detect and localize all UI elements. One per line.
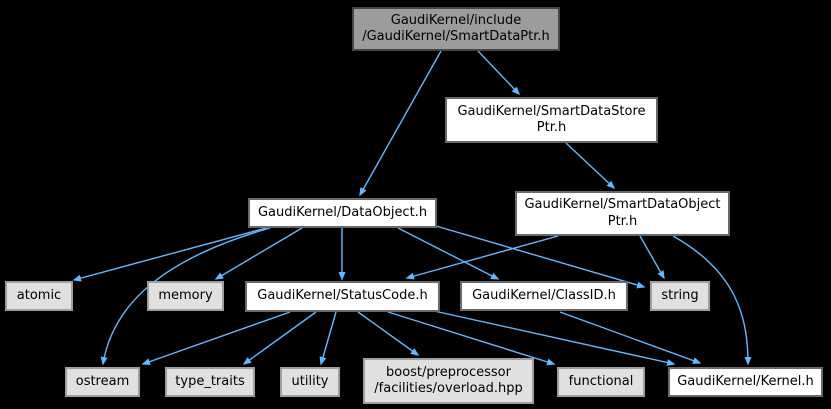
node-functional[interactable]: functional	[557, 367, 645, 397]
edge-dataobject-string	[435, 225, 646, 289]
edge-smartdataobject-statuscode	[405, 235, 559, 280]
edge-smartdataobject-kernel	[672, 235, 752, 366]
node-string[interactable]: string	[650, 281, 710, 311]
node-classid[interactable]: GaudiKernel/ClassID.h	[460, 281, 628, 311]
edge-dataobject-atomic	[72, 227, 267, 282]
edge-smartdatastore-smartdataobject	[565, 142, 616, 190]
node-memory[interactable]: memory	[147, 281, 224, 311]
edge-smartdataobject-string	[639, 235, 665, 280]
edge-root-dataobject	[359, 50, 442, 197]
edge-statuscode-kernel	[433, 310, 676, 366]
node-dataobject[interactable]: GaudiKernel/DataObject.h	[248, 198, 437, 228]
edge-statuscode-utility	[319, 311, 337, 366]
edge-dataobject-classid	[397, 227, 500, 280]
edge-root-smartdatastore	[477, 50, 521, 96]
node-ostream[interactable]: ostream	[65, 367, 140, 397]
node-kernel[interactable]: GaudiKernel/Kernel.h	[668, 367, 823, 397]
edge-statuscode-ostream	[141, 311, 291, 365]
node-smartdataobjectptr[interactable]: GaudiKernel/SmartDataObject Ptr.h	[515, 191, 730, 236]
edge-statuscode-boost	[357, 311, 420, 356]
node-statuscode[interactable]: GaudiKernel/StatusCode.h	[245, 281, 440, 312]
edge-statuscode-typetraits	[242, 311, 317, 365]
node-utility[interactable]: utility	[280, 367, 340, 397]
edge-statuscode-functional	[387, 311, 556, 366]
node-boost-overload[interactable]: boost/preprocessor /facilities/overload.…	[363, 358, 534, 404]
node-smartdatastoreptr[interactable]: GaudiKernel/SmartDataStore Ptr.h	[445, 97, 658, 143]
node-smartdataptr[interactable]: GaudiKernel/include /GaudiKernel/SmartDa…	[352, 7, 560, 51]
node-typetraits[interactable]: type_traits	[165, 367, 255, 397]
edge-classid-kernel	[559, 311, 702, 364]
edge-dataobject-memory	[214, 227, 303, 280]
node-atomic[interactable]: atomic	[5, 281, 73, 311]
